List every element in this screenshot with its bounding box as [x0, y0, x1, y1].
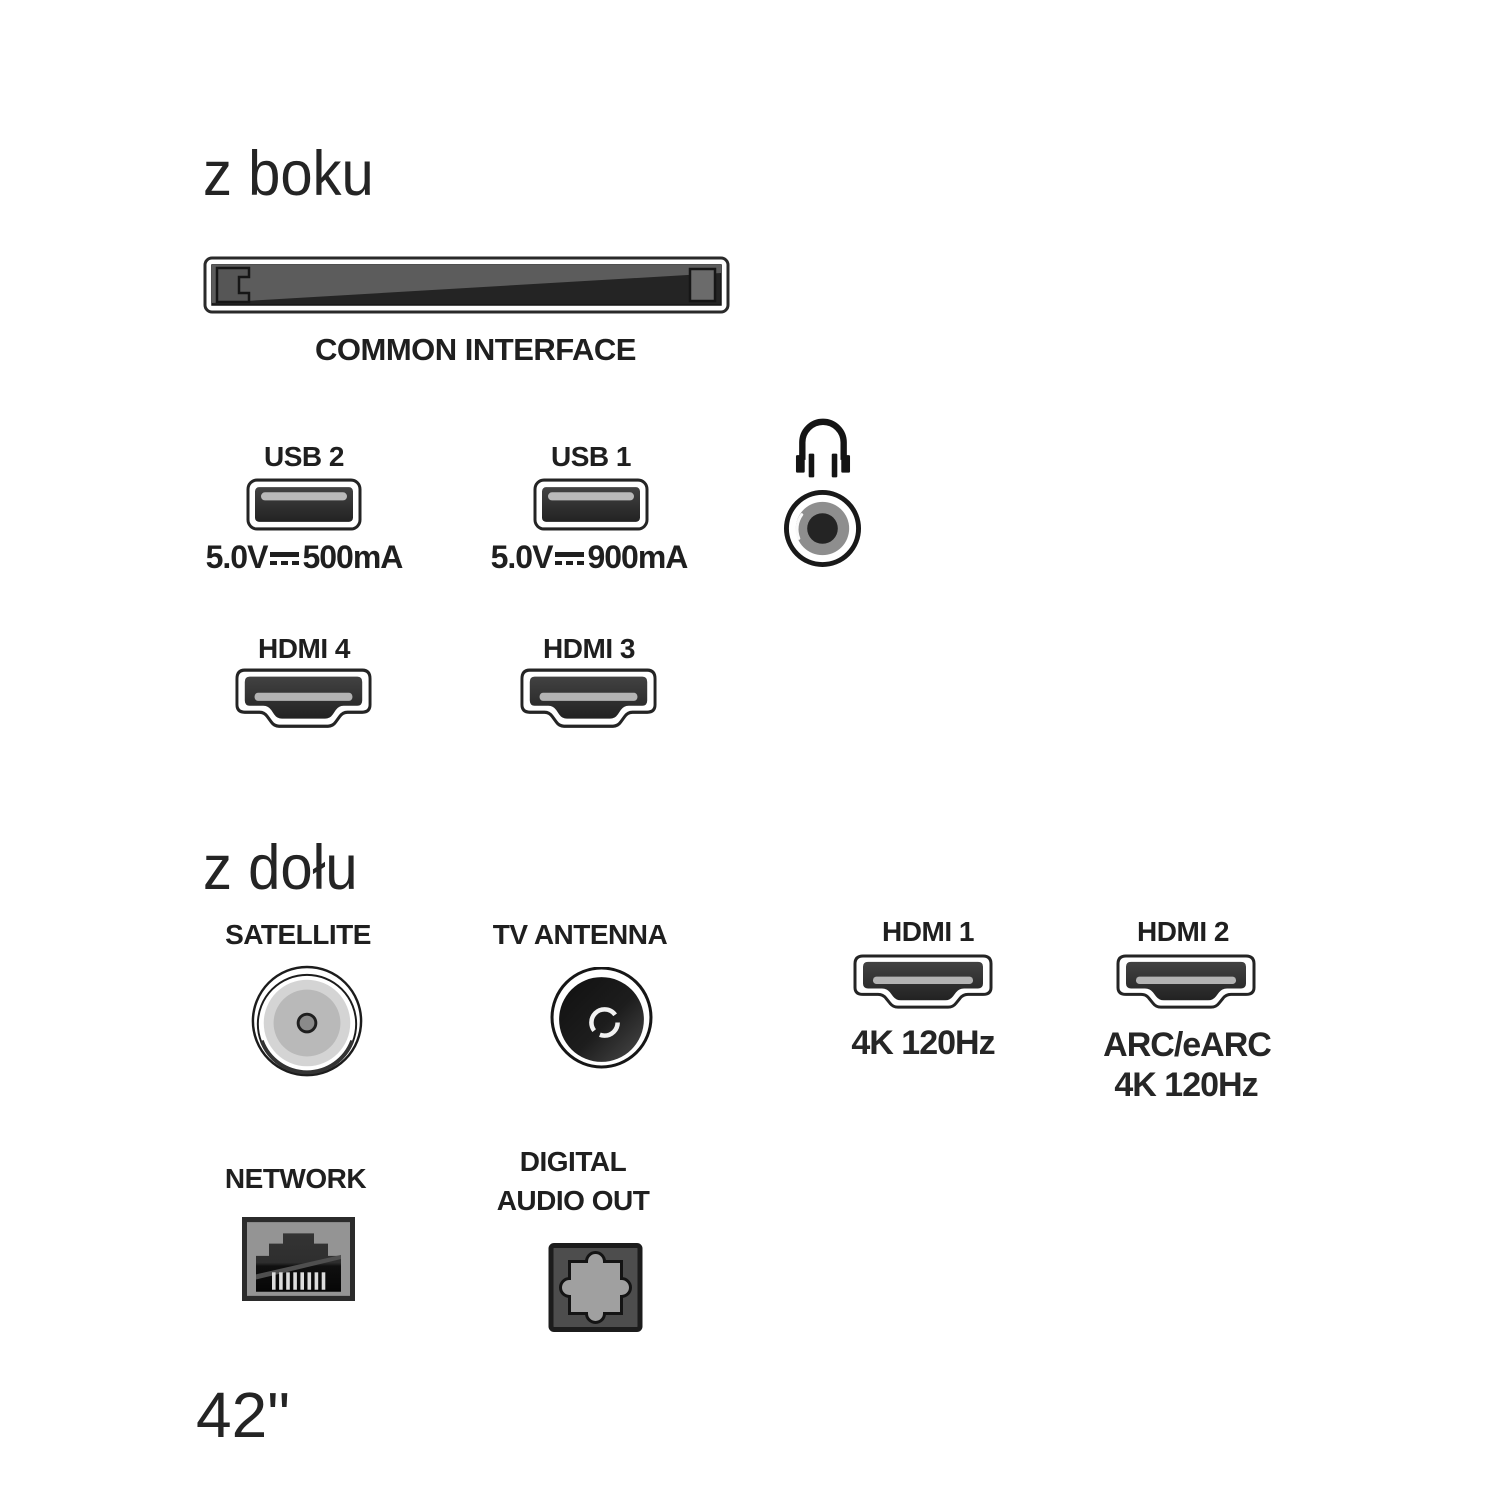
satellite-label: SATELLITE — [225, 919, 371, 950]
hdmi2-rate-spec: 4K 120Hz — [1114, 1066, 1258, 1104]
usb1-voltage: 5.0V — [490, 539, 554, 575]
dc-symbol-icon — [269, 548, 300, 570]
usb2-voltage: 5.0V — [205, 539, 269, 575]
screen-size-label: 42" — [196, 1379, 290, 1451]
usb2-current: 500mA — [302, 539, 403, 575]
network-port-icon — [242, 1217, 355, 1301]
side-panel-heading: z boku — [203, 139, 374, 209]
usb1-power-spec: 5.0V 900mA — [479, 539, 699, 576]
common-interface-label: COMMON INTERFACE — [315, 332, 636, 367]
usb2-port-icon — [246, 478, 362, 531]
usb1-label: USB 1 — [551, 441, 631, 472]
hdmi3-label: HDMI 3 — [543, 633, 635, 664]
headphones-icon — [795, 418, 851, 478]
satellite-connector-icon — [251, 965, 363, 1077]
hdmi2-label: HDMI 2 — [1137, 916, 1229, 947]
headphone-jack-icon — [783, 489, 862, 568]
digital-audio-out-label-line1: DIGITAL — [519, 1146, 627, 1177]
usb2-power-spec: 5.0V 500mA — [194, 539, 414, 576]
usb1-current: 900mA — [587, 539, 688, 575]
digital-audio-out-port-icon — [548, 1243, 643, 1332]
common-interface-slot-icon — [203, 256, 730, 314]
tv-antenna-connector-icon — [550, 967, 653, 1069]
dc-symbol-icon — [554, 548, 585, 570]
tv-antenna-label: TV ANTENNA — [492, 919, 668, 950]
digital-audio-out-label-line2: AUDIO OUT — [496, 1185, 650, 1216]
hdmi1-port-icon — [853, 954, 993, 1009]
hdmi3-port-icon — [520, 668, 657, 728]
hdmi2-arc-spec: ARC/eARC — [1103, 1026, 1272, 1064]
hdmi1-spec: 4K 120Hz — [851, 1024, 995, 1062]
hdmi4-label: HDMI 4 — [258, 633, 350, 664]
bottom-panel-heading: z dołu — [203, 833, 358, 903]
usb2-label: USB 2 — [264, 441, 344, 472]
usb1-port-icon — [533, 478, 649, 531]
hdmi1-label: HDMI 1 — [882, 916, 974, 947]
hdmi2-port-icon — [1116, 954, 1256, 1009]
hdmi4-port-icon — [235, 668, 372, 728]
network-label: NETWORK — [224, 1163, 367, 1194]
